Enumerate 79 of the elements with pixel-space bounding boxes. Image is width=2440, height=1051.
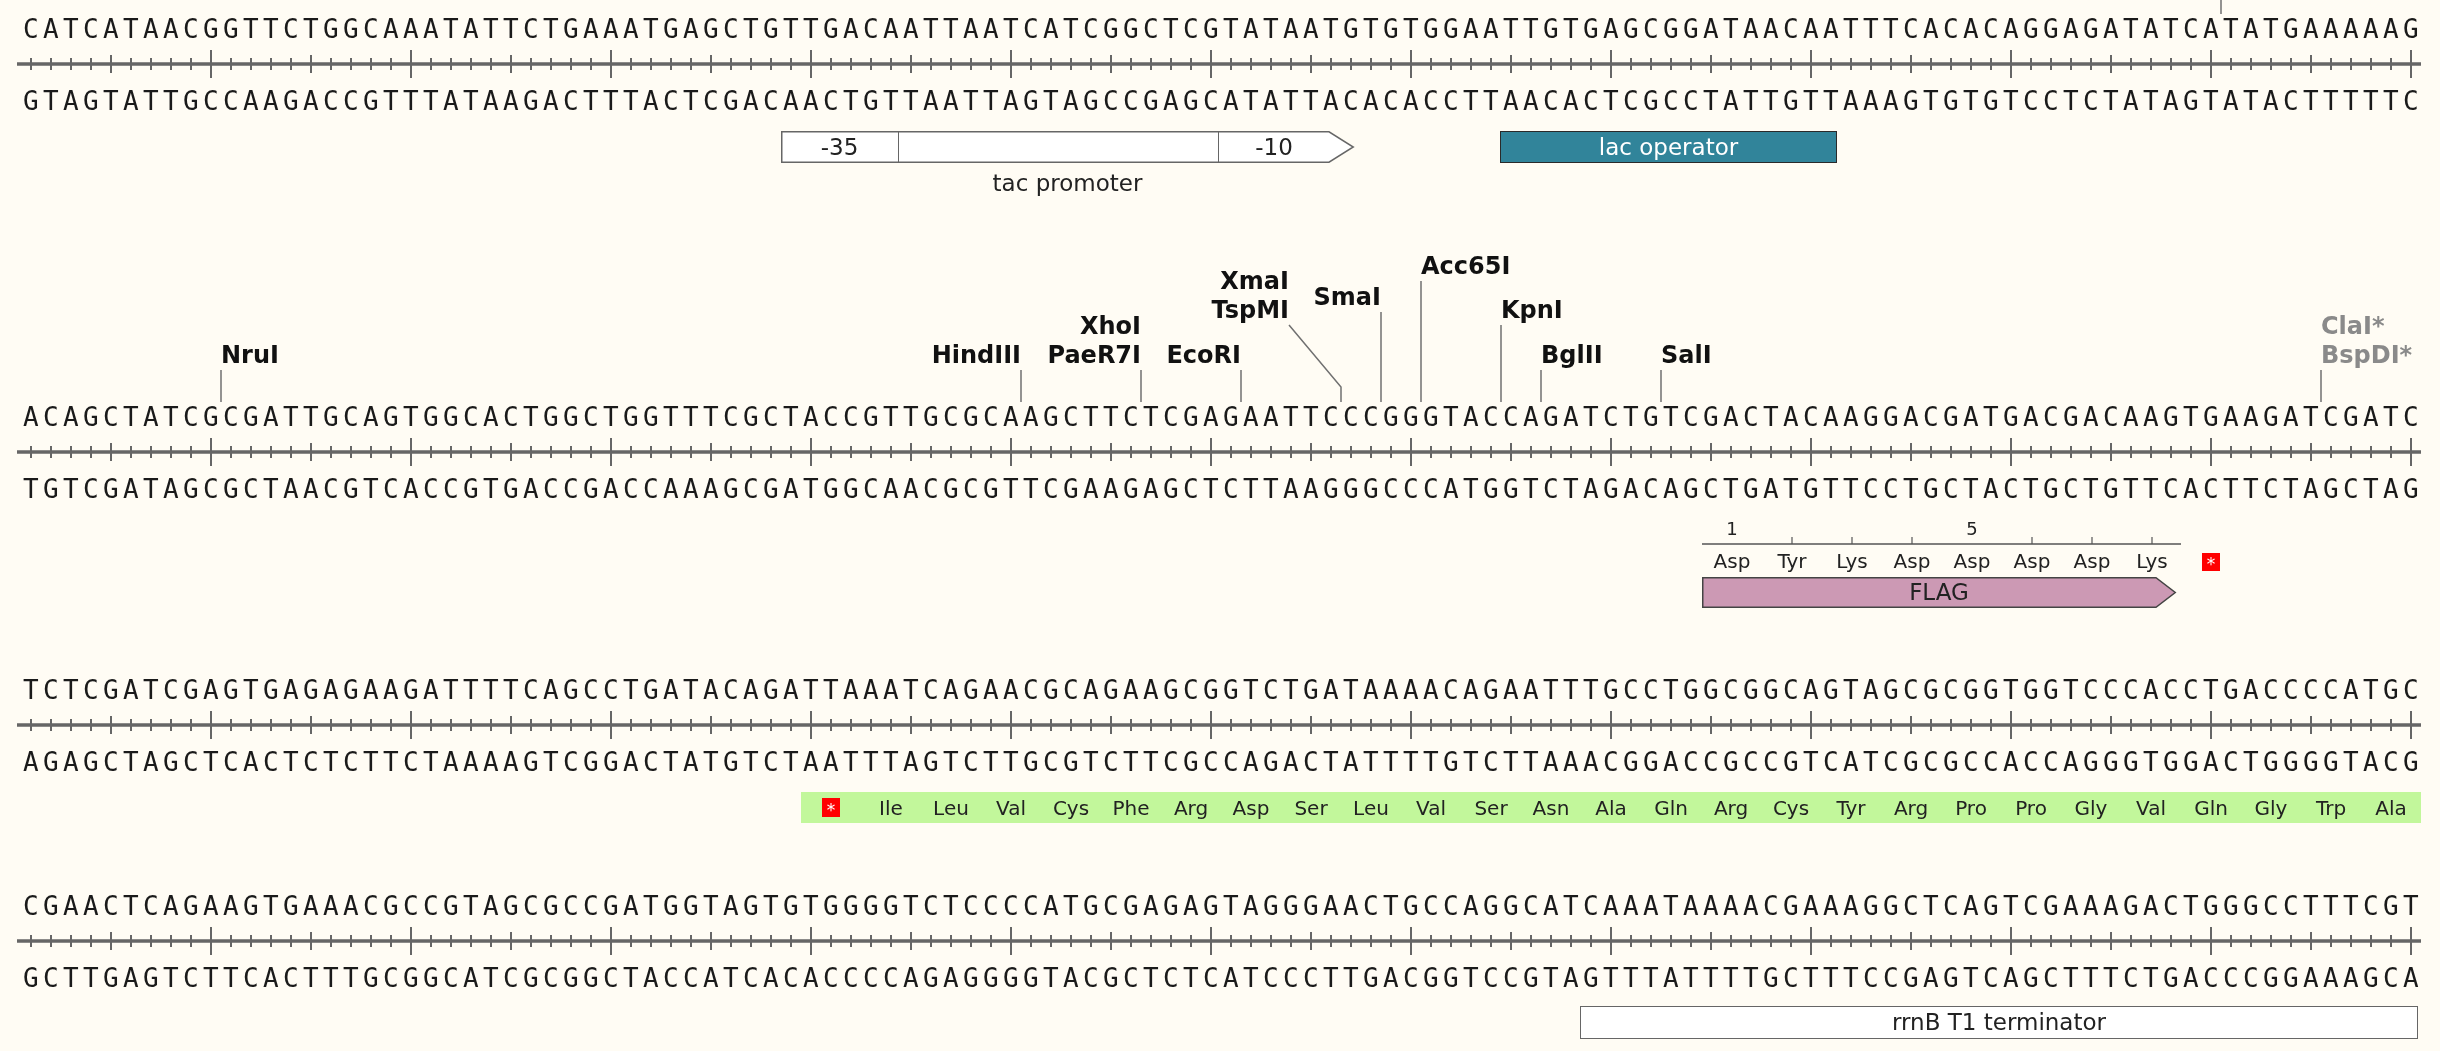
- enzyme-label: ClaI*: [2321, 312, 2385, 341]
- leader-line: [1420, 280, 1422, 403]
- feature-box: lac operator: [1500, 131, 1837, 163]
- amino-acid-label: Asn: [1532, 796, 1570, 819]
- amino-acid-label: Lys: [2136, 550, 2168, 572]
- amino-acid-label: Ile: [879, 796, 903, 819]
- amino-acid-label: Leu: [933, 796, 969, 819]
- enzyme-label: XmaI: [1220, 267, 1289, 296]
- leader-line: [220, 369, 222, 403]
- leader-line: [2220, 0, 2222, 15]
- enzyme-label: SmaI: [1313, 283, 1381, 312]
- amino-acid-label: Asp: [1953, 550, 1991, 572]
- dna-sequence: GCTTGAGTCTTCACTTTGCGGCATCGCGGCTACCATCACACCCCAGAGGGGTACGCTCTCATCCCTTGACGGTCCGTAGTTTATTTTGCTTTCCGAGTCAGCTTTCTGACCCGGAAAGCA: [23, 963, 2424, 993]
- enzyme-label: BspDI*: [2321, 341, 2413, 370]
- amino-acid-label: Pro: [1955, 796, 1987, 819]
- promoter-segment: -10: [1218, 131, 1329, 163]
- dna-sequence: TGTCGATAGCGCTAACGTCACCGTGACCGACCAAAGCGATGGCAACGCGTTCGAAGAGCTCTTAAGGGCCCATGGTCTAGACAGCTGATGTTCCTGCTACTGCTGTTCACTTCTAGCTAG: [23, 474, 2424, 504]
- promoter-feature: [781, 131, 1354, 163]
- amino-acid-label: Cys: [1052, 796, 1090, 819]
- enzyme-label: SalI: [1661, 341, 1712, 370]
- enzyme-label: PaeR7I: [1047, 341, 1141, 370]
- leader-line: [1288, 324, 1342, 403]
- enzyme-label: HindIII: [931, 341, 1021, 370]
- amino-acid-label: Phe: [1112, 796, 1150, 819]
- leader-line: [1140, 369, 1142, 403]
- enzyme-label: NruI: [221, 341, 279, 370]
- amino-acid-label: Asp: [1232, 796, 1270, 819]
- amino-acid-label: Asp: [2073, 550, 2111, 572]
- leader-line: [1240, 369, 1242, 403]
- enzyme-label: TspMI: [1211, 296, 1289, 325]
- stop-codon-marker: *: [2202, 553, 2220, 571]
- dna-sequence: TCTCGATCGAGTGAGAGAAGATTTTCAGCCTGATACAGATTAAATCAGAACGCAGAAGCGGTCTGATAAAACAGAATTTGCCTGGCGGCAGTAGCGCGGTGGTCCCACCTGACCCCATGC: [23, 675, 2424, 705]
- codon-number: 5: [1966, 519, 1978, 539]
- dna-sequence: AGAGCTAGCTCACTCTCTTCTAAAAGTCGGACTATGTCTAATTTAGTCTTGCGTCTTCGCCAGACTATTTTGTCTTAAACGGACCGCCGTCATCGCGCCACCAGGGTGGACTGGGGTACG: [23, 747, 2424, 777]
- amino-acid-label: Tyr: [1836, 796, 1866, 819]
- amino-acid-label: Asp: [1713, 550, 1751, 572]
- leader-line: [1380, 311, 1382, 403]
- promoter-segment: -35: [781, 131, 899, 163]
- amino-acid-label: Gly: [2254, 796, 2288, 819]
- amino-acid-label: Ser: [1294, 796, 1328, 819]
- enzyme-label: Acc65I: [1421, 252, 1511, 281]
- amino-acid-label: Arg: [1713, 796, 1749, 819]
- codon-number: 1: [1726, 519, 1738, 539]
- enzyme-label: XhoI: [1080, 312, 1141, 341]
- amino-acid-label: Trp: [2315, 796, 2347, 819]
- amino-acid-label: Val: [2136, 796, 2166, 819]
- amino-acid-label: Lys: [1836, 550, 1868, 572]
- dna-sequence: CATCATAACGGTTCTGGCAAATATTCTGAAATGAGCTGTTGACAATTAATCATCGGCTCGTATAATGTGTGGAATTGTGAGCGGATAACAATTTCACACAGGAGATATCATATGAAAAAG: [23, 14, 2424, 44]
- amino-acid-label: Cys: [1772, 796, 1810, 819]
- amino-acid-label: Tyr: [1777, 550, 1807, 572]
- amino-acid-label: Arg: [1173, 796, 1209, 819]
- amino-acid-label: Gln: [1654, 796, 1688, 819]
- amino-acid-label: Asp: [1893, 550, 1931, 572]
- dna-sequence: CGAACTCAGAAGTGAAACGCCGTAGCGCCGATGGTAGTGTGGGGTCTCCCCATGCGAGAGTAGGGAACTGCCAGGCATCAAATAAAACGAAAGGCTCAGTCGAAAGACTGGGCCTTTCGT: [23, 891, 2424, 921]
- leader-line: [1660, 369, 1662, 403]
- amino-acid-label: Gly: [2074, 796, 2108, 819]
- feature-label: tac promoter: [992, 169, 1143, 197]
- dna-sequence: ACAGCTATCGCGATTGCAGTGGCACTGGCTGGTTTCGCTACCGTTGCGCAAGCTTCTCGAGAATTCCCGGGTACCAGATCTGTCGACTACAAGGACGATGACGACAAGTGAAGATCGATC: [23, 402, 2424, 432]
- amino-acid-label: Asp: [2013, 550, 2051, 572]
- amino-acid-label: Arg: [1893, 796, 1929, 819]
- stop-codon-marker: *: [822, 798, 840, 817]
- amino-acid-label: Gln: [2194, 796, 2228, 819]
- amino-acid-label: Val: [996, 796, 1026, 819]
- amino-acid-label: Ser: [1474, 796, 1508, 819]
- leader-line: [1500, 324, 1502, 403]
- enzyme-label: BglII: [1541, 341, 1603, 370]
- feature-box: rrnB T1 terminator: [1580, 1006, 2418, 1039]
- dna-sequence: GTAGTATTGCCAAGACCGTTTATAAGACTTTACTCGACAACTGTTAATTAGTAGCCGAGCATATTACACACCTTAACACTCGCCTATTGTTAAAGTGTGTCCTCTATAGTATACTTTTTC: [23, 86, 2424, 116]
- amino-acid-label: Ala: [2375, 796, 2407, 819]
- amino-acid-label: Leu: [1353, 796, 1389, 819]
- amino-acid-label: Pro: [2015, 796, 2047, 819]
- translation-band: [801, 792, 2421, 823]
- amino-acid-label: Val: [1416, 796, 1446, 819]
- enzyme-label: EcoRI: [1166, 341, 1241, 370]
- enzyme-label: KpnI: [1501, 296, 1563, 325]
- leader-line: [1540, 369, 1542, 403]
- leader-line: [2320, 369, 2322, 403]
- leader-line: [1020, 369, 1022, 403]
- amino-acid-label: Ala: [1595, 796, 1627, 819]
